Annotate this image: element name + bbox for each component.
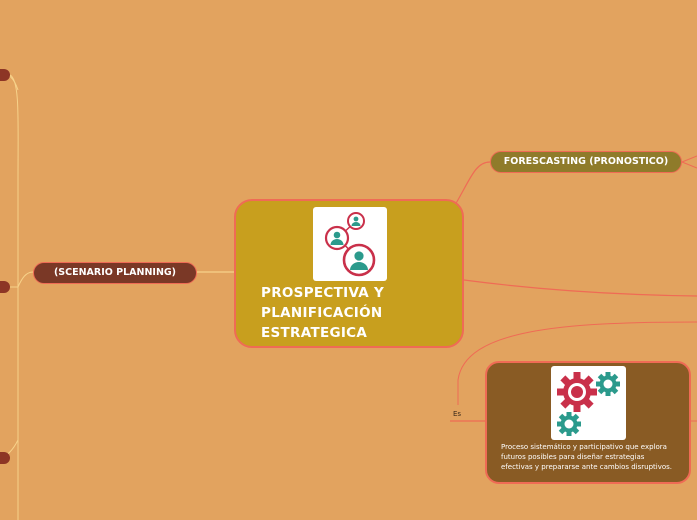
link-label-es: Es [453,410,462,418]
branch-dot-bottom [0,452,10,464]
branch-dot-top [0,69,10,81]
description-text: Proceso sistemático y participativo que … [501,443,673,471]
description-topic[interactable]: Proceso sistemático y participativo que … [485,361,691,484]
branch-dot-middle [0,281,10,293]
topic-scenario-planning[interactable]: (SCENARIO PLANNING) [33,262,197,284]
people-network-icon [313,207,387,281]
central-title: PROSPECTIVA Y PLANIFICACIÓN ESTRATEGICA [261,285,385,341]
gears-icon [551,366,626,440]
topic-forecasting[interactable]: FORESCASTING (PRONOSTICO) [490,151,682,173]
central-topic[interactable]: PROSPECTIVA Y PLANIFICACIÓN ESTRATEGICA [234,199,464,348]
